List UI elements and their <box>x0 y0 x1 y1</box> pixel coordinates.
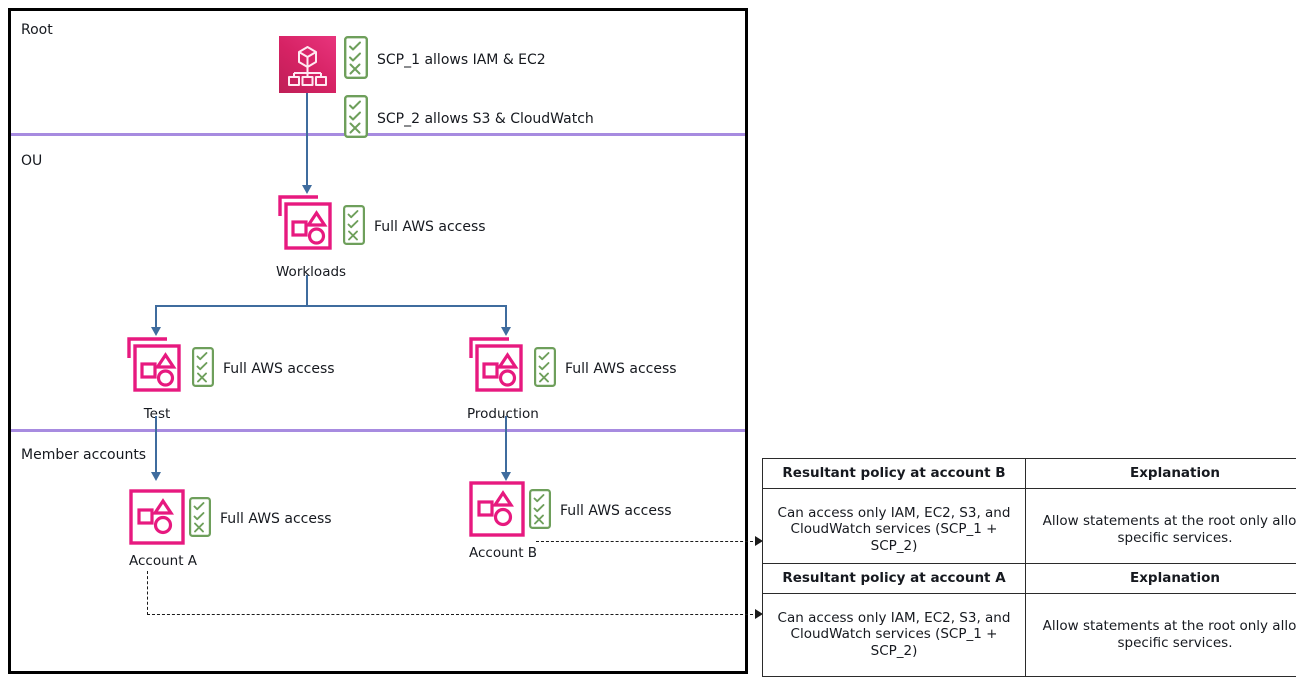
scp-checklist-icon <box>534 347 556 391</box>
root-policy-scp-2[interactable]: SCP_2 allows S3 & CloudWatch <box>344 95 594 142</box>
root-policy-scp-1[interactable]: SCP_1 allows IAM & EC2 <box>344 36 594 83</box>
arrowhead-account-b <box>501 472 511 481</box>
dashed-link-account-a-to-table <box>147 614 758 615</box>
table-b-cell-policy: Can access only IAM, EC2, S3, and CloudW… <box>762 487 1026 572</box>
table-b-cell-explanation: Allow statements at the root only allow … <box>1025 487 1296 572</box>
tier-label-ou: OU <box>21 153 43 169</box>
table-header-row: Resultant policy at account A Explanatio… <box>762 563 1296 594</box>
dashed-arrow-table-a <box>755 609 763 619</box>
scp-checklist-icon <box>189 497 211 541</box>
connector-workloads-down <box>306 275 308 305</box>
table-a-cell-explanation: Allow statements at the root only allow … <box>1025 592 1296 677</box>
arrowhead-workloads <box>302 185 312 194</box>
scp-checklist-icon <box>343 205 365 249</box>
table-row: Can access only IAM, EC2, S3, and CloudW… <box>762 592 1296 677</box>
table-a-cell-policy: Can access only IAM, EC2, S3, and CloudW… <box>762 592 1026 677</box>
ou-icon <box>276 194 340 260</box>
account-caption-a: Account A <box>129 553 198 569</box>
ou-node-production[interactable]: Full AWS access Production <box>467 336 677 422</box>
connector-bus-to-production <box>505 305 507 329</box>
organization-container: Root OU Member accounts <box>8 8 748 674</box>
tier-divider-root-ou <box>11 133 745 136</box>
resultant-policy-table-a: Resultant policy at account A Explanatio… <box>762 563 1296 677</box>
ou-node-workloads[interactable]: Full AWS access Workloads <box>276 194 486 280</box>
ou-node-test[interactable]: Full AWS access Test <box>125 336 335 422</box>
connector-bus-to-test <box>155 305 157 329</box>
ou-caption-workloads: Workloads <box>276 264 347 280</box>
tier-label-root: Root <box>21 22 53 38</box>
ou-icon <box>467 336 531 402</box>
ou-policy-label-test: Full AWS access <box>223 361 335 377</box>
table-b-header-explanation: Explanation <box>1025 458 1296 489</box>
root-node[interactable]: SCP_1 allows IAM & EC2 <box>279 36 594 142</box>
resultant-policy-table-b: Resultant policy at account B Explanatio… <box>762 458 1296 572</box>
account-caption-b: Account B <box>469 545 538 561</box>
dashed-arrow-table-b <box>755 536 763 546</box>
connector-root-to-workloads <box>306 93 308 187</box>
ou-policy-label-production: Full AWS access <box>565 361 677 377</box>
scp-checklist-icon <box>529 489 551 533</box>
ou-icon <box>125 336 189 402</box>
tier-label-member-accounts: Member accounts <box>21 447 147 463</box>
account-icon <box>129 489 185 549</box>
aws-organizations-icon <box>279 36 336 93</box>
ou-caption-test: Test <box>143 406 171 422</box>
account-node-a[interactable]: Full AWS access Account A <box>129 489 332 569</box>
table-a-header-policy: Resultant policy at account A <box>762 563 1026 594</box>
table-b-header-policy: Resultant policy at account B <box>762 458 1026 489</box>
account-icon <box>469 481 525 541</box>
account-policy-label-a: Full AWS access <box>220 511 332 527</box>
ou-caption-production: Production <box>467 406 539 422</box>
connector-workloads-bus <box>155 305 507 307</box>
table-row: Can access only IAM, EC2, S3, and CloudW… <box>762 487 1296 572</box>
connector-test-to-account-a <box>155 416 157 474</box>
arrowhead-production <box>501 327 511 336</box>
dashed-link-account-b-to-table <box>536 541 758 542</box>
connector-production-to-account-b <box>505 416 507 474</box>
scp-checklist-icon <box>344 36 369 83</box>
dashed-link-account-a-down <box>147 571 148 615</box>
table-header-row: Resultant policy at account B Explanatio… <box>762 458 1296 489</box>
scp-checklist-icon <box>344 95 369 142</box>
arrowhead-test <box>151 327 161 336</box>
root-policy-label-scp-2: SCP_2 allows S3 & CloudWatch <box>377 110 594 127</box>
table-a-header-explanation: Explanation <box>1025 563 1296 594</box>
arrowhead-account-a <box>151 472 161 481</box>
scp-checklist-icon <box>192 347 214 391</box>
account-node-b[interactable]: Full AWS access Account B <box>469 481 672 561</box>
tier-divider-ou-member <box>11 429 745 432</box>
root-policy-label-scp-1: SCP_1 allows IAM & EC2 <box>377 51 546 68</box>
ou-policy-label-workloads: Full AWS access <box>374 219 486 235</box>
account-policy-label-b: Full AWS access <box>560 503 672 519</box>
